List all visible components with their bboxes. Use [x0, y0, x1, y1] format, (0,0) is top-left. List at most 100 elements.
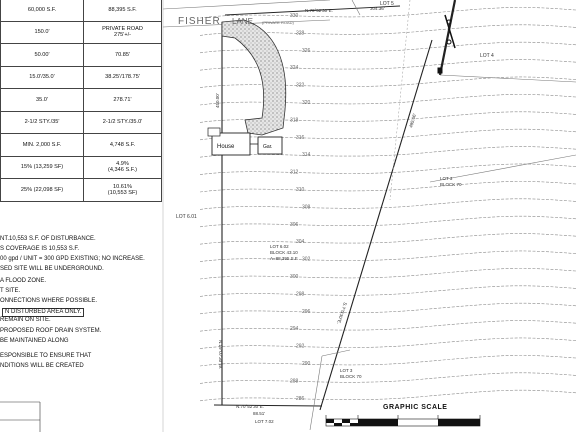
note-12: ESPONSIBLE TO ENSURE THAT: [0, 353, 92, 359]
north-bearing: N.70°52'30"E.: [305, 8, 333, 13]
lot-5-label: LOT 5: [380, 1, 394, 7]
graphic-scale-title: GRAPHIC SCALE: [383, 404, 447, 411]
garage-footprint: [257, 136, 283, 155]
porch: [207, 127, 221, 137]
zoning-row: 50.00'70.85': [0, 43, 162, 67]
provided-cell: 4.9% (4,346 S.F.): [83, 155, 162, 179]
contour-label: 328: [296, 30, 305, 36]
zoning-row: 60,000 S.F.88,395 S.F.: [0, 0, 162, 22]
south-bearing: N.70°52'30"E.: [236, 404, 264, 409]
contour-line: [199, 181, 576, 193]
note-3: 00 gpd / UNIT = 300 GPD EXISTING; NO INC…: [0, 256, 145, 262]
contour-line: [199, 268, 576, 280]
lot-4-line: [439, 74, 576, 83]
lot3-bottom-line: [321, 349, 351, 357]
contour-label: 306: [290, 222, 299, 228]
south-distance: 88.51': [253, 411, 265, 416]
contour-label: 326: [302, 48, 311, 54]
contour-label: 304: [296, 239, 305, 245]
zoning-row: 15% (13,259 SF)4.9% (4,346 S.F.): [0, 155, 162, 179]
west-distance: 450.00': [215, 93, 220, 108]
note-13: NDITIONS WILL BE CREATED: [0, 363, 84, 369]
contour-label: 296: [302, 309, 311, 315]
contour-label: 310: [296, 187, 305, 193]
contour-lines: [199, 7, 576, 402]
lot702-line: [309, 355, 323, 431]
utility-pole-symbols: [437, 14, 456, 74]
east-lot-line-bold: [438, 0, 457, 76]
note-2: S COVERAGE IS 10,553 S.F.: [0, 246, 80, 252]
contour-line: [199, 372, 576, 384]
note-4: SED SITE WILL BE UNDERGROUND.: [0, 266, 104, 272]
garage-label: Gar.: [263, 144, 272, 150]
contour-line: [199, 215, 576, 228]
contour-line: [199, 7, 576, 19]
road-type-label: LANE: [232, 17, 253, 26]
contour-label: 324: [290, 65, 299, 71]
graphic-scale: [325, 415, 481, 427]
contour-line: [199, 146, 576, 158]
contour-line: [199, 337, 576, 349]
provided-cell: PRIVATE ROAD 275'+/-: [83, 20, 162, 44]
lot5-line: [351, 0, 361, 16]
north-distance: 304.36': [370, 6, 385, 11]
contour-line: [199, 163, 576, 175]
contour-label: 300: [290, 274, 299, 280]
contour-line: [199, 94, 576, 106]
zoning-row: 150.0'PRIVATE ROAD 275'+/-: [0, 20, 162, 44]
note-1: NT.10,553 S.F. OF DISTURBANCE.: [0, 236, 96, 242]
note-10: PROPOSED ROOF DRAIN SYSTEM.: [0, 328, 102, 334]
note-6: T SITE.: [0, 288, 21, 294]
lot-601-label: LOT 6.01: [176, 214, 197, 220]
contour-label: 302: [302, 257, 311, 263]
provided-cell: 4,748 S.F.: [83, 133, 162, 157]
east-property-line: [319, 39, 433, 411]
contour-label: 308: [302, 204, 311, 210]
east-bearing: S.?°0'30"E.: [336, 302, 348, 325]
contour-label: 322: [296, 83, 305, 89]
contour-line: [199, 389, 576, 402]
contour-label: 318: [290, 117, 299, 123]
contour-label: 330: [290, 13, 299, 19]
lot3-line: [429, 154, 576, 183]
road-note-label: (PRIVATE ROAD): [262, 20, 295, 25]
required-cell: 2-1/2 STY./35': [0, 110, 84, 134]
lot-4-label: LOT 4: [480, 53, 494, 59]
contour-line: [199, 355, 576, 367]
contour-line: [199, 59, 576, 71]
zoning-row: 25% (22,098 SF)10.61% (10,553 SF): [0, 178, 162, 202]
contour-label: 292: [296, 344, 305, 350]
corner-detail: [0, 401, 41, 432]
contour-label: 316: [296, 135, 305, 141]
contour-label: 290: [302, 361, 311, 367]
contour-labels: 3303283263243223203183163143123103083063…: [290, 13, 311, 402]
contour-label: 314: [302, 152, 311, 158]
house-label: House: [217, 144, 235, 150]
zoning-row: MIN. 2,000 S.F.4,748 S.F.: [0, 133, 162, 157]
contour-line: [199, 198, 576, 210]
lot-702-label: LOT 7.02: [255, 419, 274, 424]
road-edge-top: [162, 0, 331, 10]
property-lines: [162, 0, 576, 431]
contour-label: 288: [290, 378, 299, 384]
note-11: BE MAINTAINED ALONG: [0, 338, 69, 344]
provided-cell: 10.61% (10,553 SF): [83, 178, 162, 202]
contour-line: [199, 320, 576, 332]
note-9: REMAIN ON SITE.: [0, 317, 51, 323]
south-property-line: [213, 404, 323, 407]
contour-label: 312: [290, 170, 299, 176]
contour-line: [199, 233, 576, 245]
note-8: N DISTURBED AREA ONLY.: [2, 308, 85, 317]
contour-line: [199, 302, 576, 315]
provided-cell: 2-1/2 STY./35.0': [83, 110, 162, 134]
gravel-driveway: [221, 19, 287, 136]
contour-line: [199, 250, 576, 262]
zoning-table: 60,000 S.F.88,395 S.F.150.0'PRIVATE ROAD…: [0, 0, 162, 202]
note-5: A FLOOD ZONE.: [0, 278, 47, 284]
zoning-row: 2-1/2 STY./35'2-1/2 STY./35.0': [0, 110, 162, 134]
dotted-easement: [389, 0, 411, 201]
contour-line: [199, 76, 576, 88]
